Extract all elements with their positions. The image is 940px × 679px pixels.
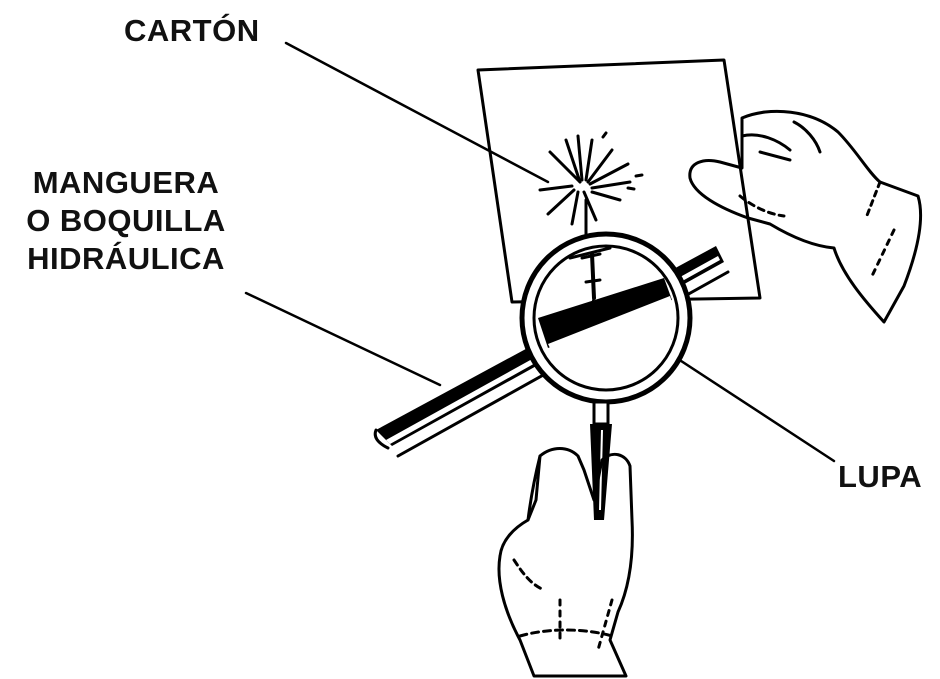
fluid-spray <box>540 133 642 236</box>
magnifier-label: LUPA <box>838 458 922 496</box>
magnifying-glass <box>522 234 690 520</box>
carton-leader-line <box>286 43 548 182</box>
hose-label-line-2: O BOQUILLA <box>6 202 246 240</box>
hose-label: MANGUERA O BOQUILLA HIDRÁULICA <box>6 164 246 278</box>
hose-label-line-3: HIDRÁULICA <box>6 240 246 278</box>
cardboard-label: CARTÓN <box>124 12 260 50</box>
hose-leader-line <box>246 293 440 385</box>
right-hand <box>690 111 921 322</box>
hose-label-line-1: MANGUERA <box>6 164 246 202</box>
left-hand <box>499 449 632 677</box>
